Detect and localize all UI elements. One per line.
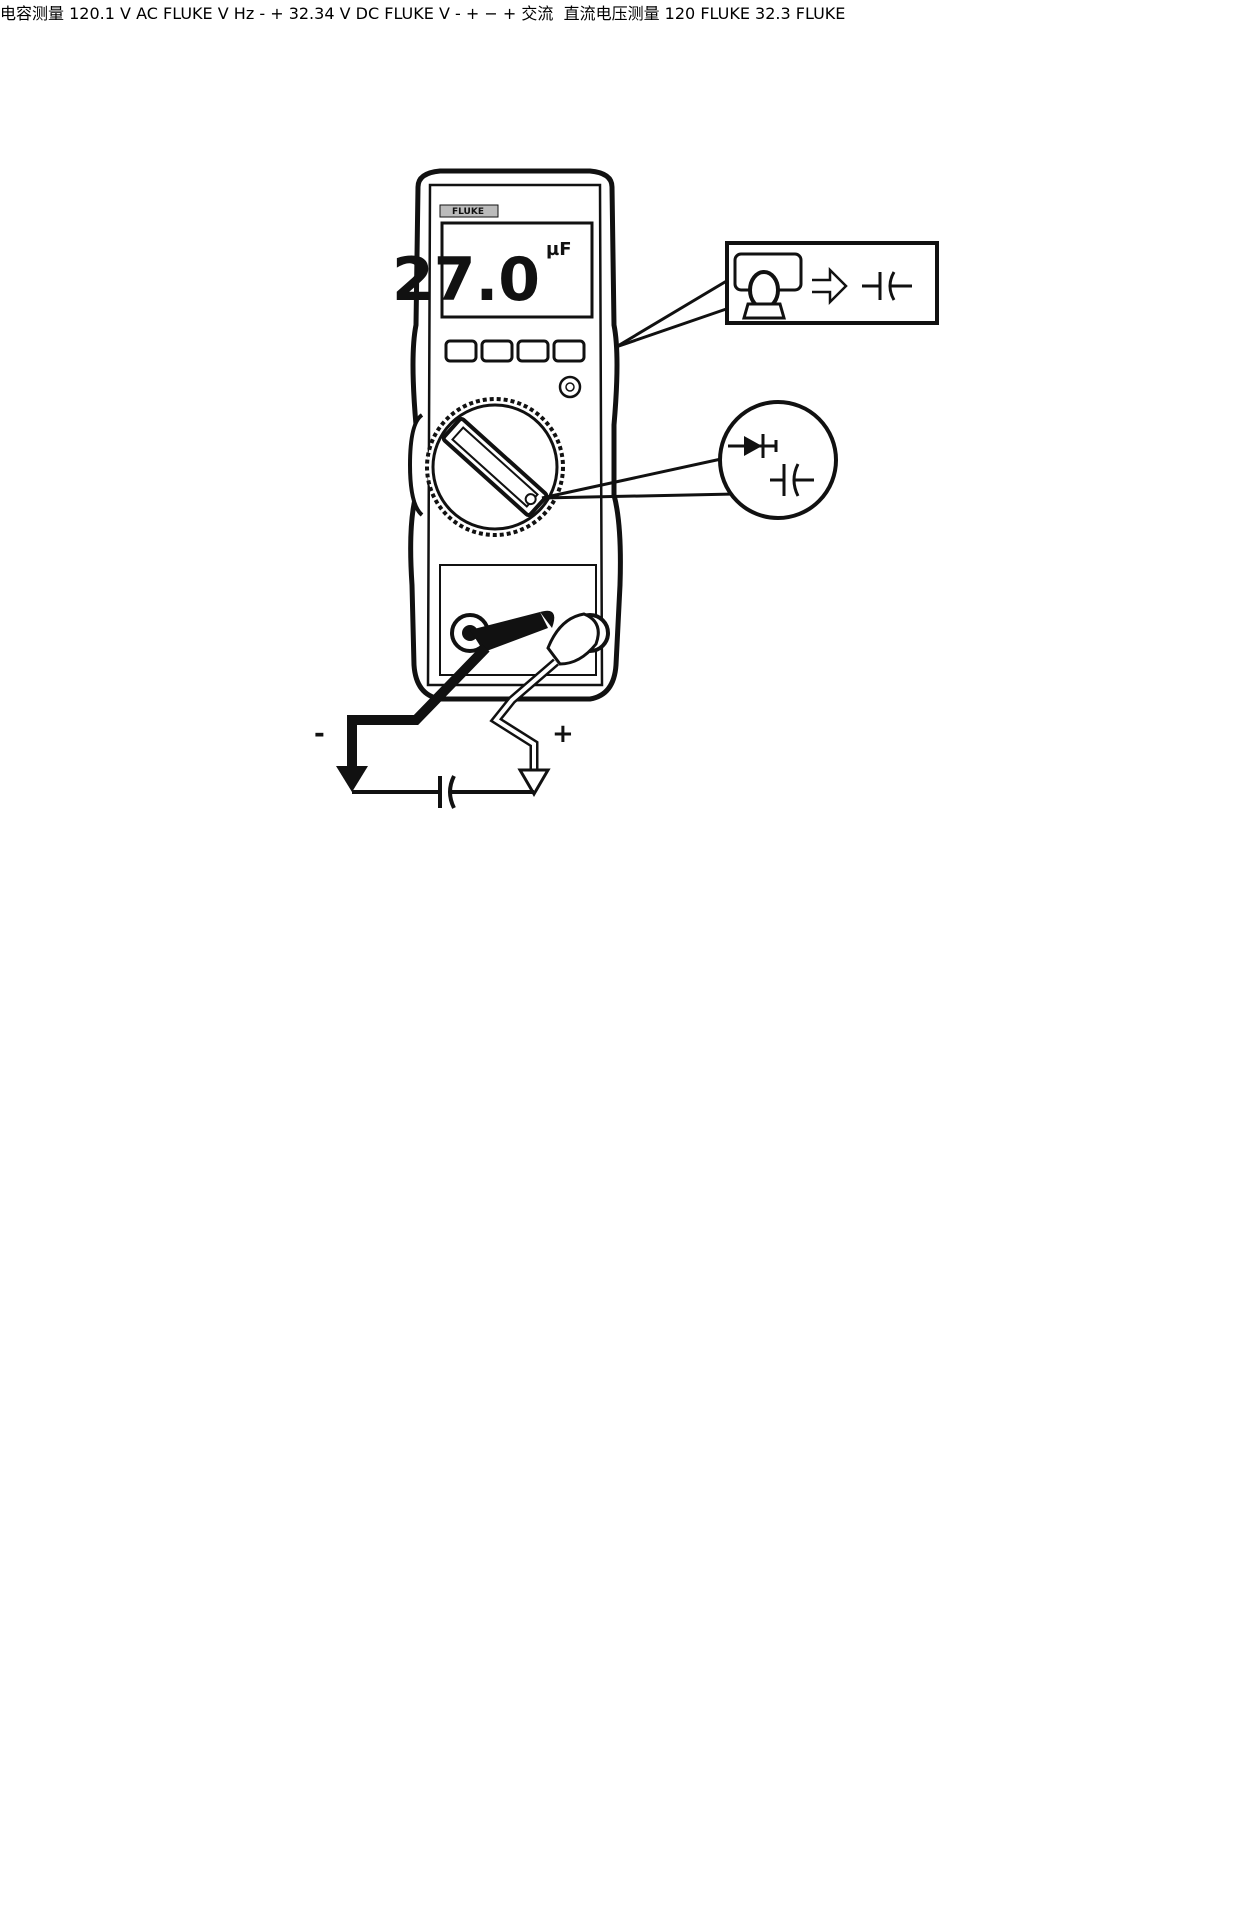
brand-label: FLUKE bbox=[452, 207, 484, 217]
multimeter-partial-left: 120 bbox=[665, 4, 701, 23]
multimeter-dc: 32.34 V DC bbox=[289, 4, 385, 23]
brand-label: FLUKE bbox=[384, 4, 434, 23]
figure-partial: 120 FLUKE 32.3 FLUKE bbox=[665, 4, 846, 23]
lcd-reading: 120.1 bbox=[69, 4, 115, 23]
caption-ac-dc-voltage: 交流 直流电压测量 bbox=[521, 4, 660, 23]
capacitor-icon bbox=[770, 463, 814, 497]
lcd-unit: µF bbox=[546, 239, 572, 260]
callout-v-label: V bbox=[438, 4, 450, 23]
battery-minus-label: − bbox=[484, 4, 498, 23]
figure-ac-voltage: 120.1 V AC FLUKE V Hz - + bbox=[69, 4, 289, 23]
multimeter-partial-right: 32.3 bbox=[755, 4, 796, 23]
brand-label: FLUKE bbox=[795, 4, 846, 23]
button-callout bbox=[615, 241, 939, 349]
lcd-unit-top: V bbox=[120, 4, 131, 23]
lcd-unit-bottom: DC bbox=[355, 4, 380, 23]
lcd-reading: 32.34 bbox=[288, 4, 335, 23]
rotary-dial[interactable] bbox=[425, 397, 565, 537]
lead-plus-label: + bbox=[270, 4, 284, 23]
multimeter-ac: 120.1 V AC bbox=[69, 4, 163, 23]
diode-icon bbox=[728, 434, 778, 458]
dc-function-callout: V bbox=[439, 4, 455, 23]
caption-capacitance: 电容测量 bbox=[0, 4, 65, 23]
dc-line-icon: V bbox=[439, 4, 455, 23]
test-leads: - + bbox=[314, 610, 600, 809]
brand-label: FLUKE bbox=[700, 4, 750, 23]
lead-minus-label: - bbox=[259, 4, 266, 23]
lcd-unit-bottom: AC bbox=[136, 4, 158, 23]
lcd-reading-partial: 32.3 bbox=[755, 4, 791, 23]
ac-wave-icon: V Hz bbox=[218, 4, 260, 23]
lcd-unit-top: V bbox=[339, 4, 351, 23]
lead-minus-label: - bbox=[455, 4, 461, 23]
figure-dc-voltage: 32.34 V DC FLUKE V - + bbox=[289, 4, 522, 23]
callout-hz-label: Hz bbox=[233, 4, 255, 23]
arrow-right-icon bbox=[812, 266, 848, 306]
battery-plus-label: + bbox=[502, 4, 517, 23]
lcd-reading-partial: 120 bbox=[664, 4, 696, 23]
figure-capacitance: 27.0 µF FLUKE bbox=[314, 171, 939, 809]
callout-v-label: V bbox=[217, 4, 229, 23]
ac-function-callout: V Hz bbox=[218, 4, 260, 23]
test-leads: - + bbox=[259, 4, 288, 23]
capacitor-icon bbox=[862, 271, 912, 301]
lead-plus-label: + bbox=[552, 719, 574, 749]
capacitor-icon bbox=[352, 775, 534, 809]
battery-icon: − + bbox=[484, 4, 521, 23]
multimeter: 27.0 µF bbox=[392, 171, 620, 699]
lcd-reading: 27.0 bbox=[392, 245, 540, 315]
dial-callout bbox=[541, 400, 838, 520]
brand-label: FLUKE bbox=[163, 4, 213, 23]
lead-minus-label: - bbox=[314, 719, 325, 749]
lead-plus-label: + bbox=[465, 4, 480, 23]
test-leads: - + − + bbox=[455, 4, 521, 23]
